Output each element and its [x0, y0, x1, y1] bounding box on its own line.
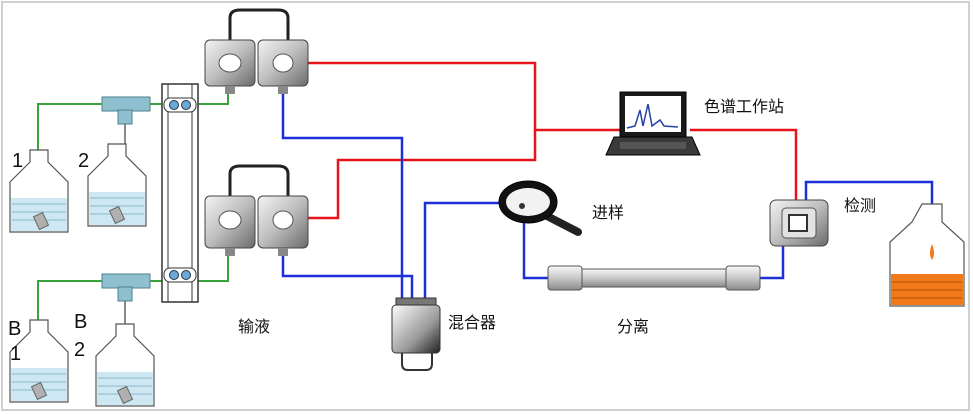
laptop	[605, 91, 701, 156]
bottle-b1-number: 1	[10, 343, 21, 365]
separation-column	[547, 265, 761, 291]
bottle-b1	[9, 319, 69, 403]
bottle-b2	[95, 323, 155, 407]
injector	[498, 180, 582, 236]
flow-lines	[281, 88, 934, 304]
detector	[769, 199, 829, 247]
bottle-b2-number: 2	[74, 339, 85, 361]
workstation-label: 色谱工作站	[704, 97, 784, 116]
bottle-a2-label: 2	[78, 150, 89, 172]
tee-connector-top	[101, 96, 151, 125]
bottle-a2	[87, 143, 147, 227]
pump-head-top	[204, 8, 309, 94]
bottle-b2-letter: B	[74, 311, 87, 333]
tee-connector-bottom	[101, 273, 151, 302]
injection-label: 进样	[592, 203, 624, 222]
bottle-a1	[9, 149, 69, 233]
pump-head-bottom	[204, 164, 309, 256]
delivery-label: 输液	[238, 317, 270, 336]
waste-flask	[889, 203, 965, 307]
mixer	[391, 297, 441, 371]
separation-label: 分离	[617, 317, 649, 336]
mixer-label: 混合器	[448, 313, 496, 332]
signal-lines	[290, 61, 798, 220]
pump-rail	[161, 83, 199, 303]
bottle-a1-label: 1	[12, 150, 23, 172]
bottle-b1-letter: B	[8, 318, 21, 340]
detection-label: 检测	[844, 196, 876, 215]
